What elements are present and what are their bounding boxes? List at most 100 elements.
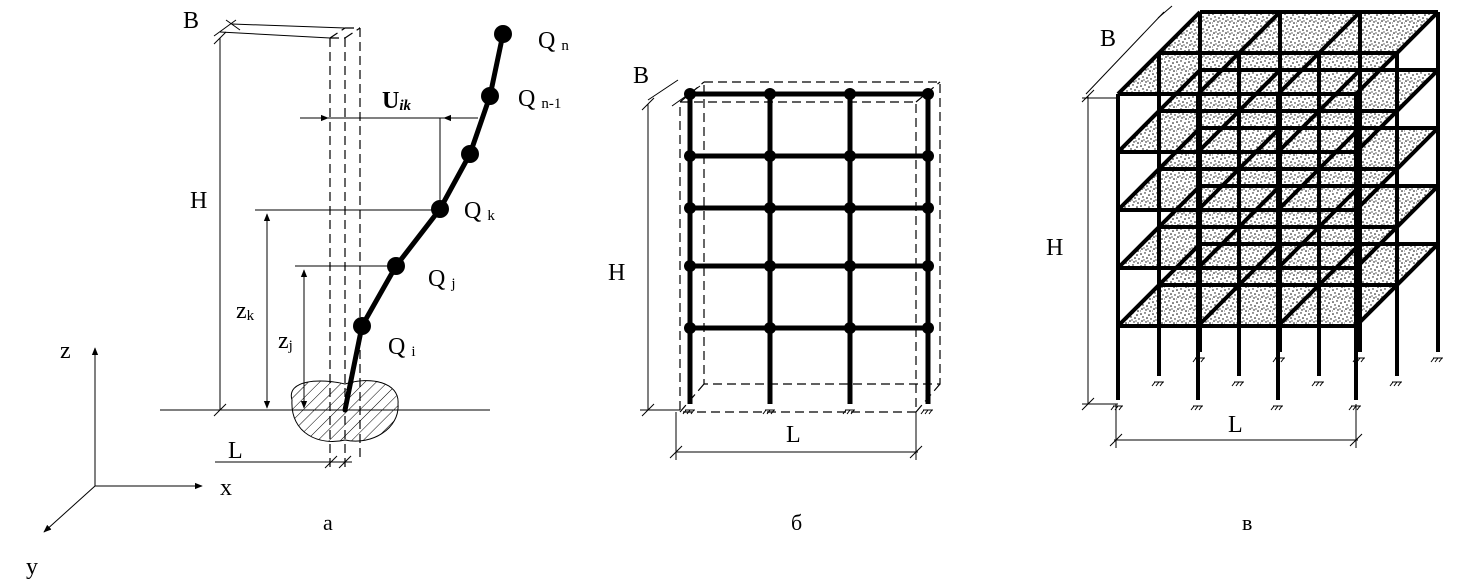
label-H: H [190,188,207,214]
support-hatch [1200,357,1205,363]
label-zk: zk [236,298,255,324]
undeformed-building-outline [329,27,361,470]
support-hatch [1360,357,1365,363]
label-B: B [633,63,649,89]
support-hatch [1274,405,1279,411]
outline-front [679,101,917,413]
label-L: L [228,438,243,464]
support-hatch [1356,405,1361,411]
support-hatch [1235,381,1240,387]
frame-node [684,202,696,214]
support-hatch [1280,357,1285,363]
mass-point-n-1 [481,87,499,105]
support-hatch [1118,405,1123,411]
support-hatch [762,409,767,415]
coordinate-axes [43,347,203,533]
support-hatch [1352,357,1357,363]
support-hatch [1190,405,1195,411]
frame-node [764,88,776,100]
frame-beam-y [1276,68,1362,154]
figure-a-cantilever-model: B H L zk zj [26,8,569,580]
dimension-L [669,412,923,460]
support-hatch [1319,381,1324,387]
support-hatch [1270,405,1275,411]
label-L: L [786,422,801,448]
mass-point-j [387,257,405,275]
support-hatch [846,409,851,415]
frame-node [764,150,776,162]
support-hatch [1192,357,1197,363]
frame-node [684,150,696,162]
caption-a: а [323,510,333,535]
support-hatch [1151,381,1156,387]
frame-node [922,322,934,334]
mass-point-i [353,317,371,335]
frame-node [764,202,776,214]
support-hatch [1278,405,1283,411]
support-hatch [1194,405,1199,411]
frame-node [684,322,696,334]
dimension-L [1109,404,1363,448]
support-hatch [1434,357,1439,363]
support-hatch [1389,381,1394,387]
mass-point-k [431,200,449,218]
frame-node [922,260,934,272]
support-hatch [924,409,929,415]
dimension-B [647,79,701,107]
dimension-Uik [300,114,478,205]
dimension-H [213,31,227,417]
support-hatch [766,409,771,415]
support-hatch [1155,381,1160,387]
label-Uik: Uik [382,88,412,114]
support-hatch [770,409,775,415]
dimension-H [640,97,680,417]
frame-node [844,202,856,214]
frame-beam-y [1276,242,1362,328]
axis-label-z: z [60,338,71,364]
frame-beam-y [1196,10,1282,96]
figure-c-spatial-frame: B H L в [1046,5,1443,535]
support-hatch [682,409,687,415]
frame-node [844,88,856,100]
frame-beam-y [1196,242,1282,328]
support-hatch [928,409,933,415]
dimension-H [1081,89,1118,411]
support-hatch [920,409,925,415]
dimension-B [213,19,346,39]
label-H: H [608,260,625,286]
support-hatch [1315,381,1320,387]
support-hatch [1311,381,1316,387]
frame-grid [682,88,934,415]
dimension-L [215,455,352,469]
frame-beam-y [1116,10,1202,96]
frame-beam-y [1196,68,1282,154]
support-hatch [1239,381,1244,387]
frame-beam-y [1354,126,1440,212]
mass-point [461,145,479,163]
label-B: B [183,8,199,34]
dimension-zj [295,265,396,409]
support-hatch [842,409,847,415]
frame-node [684,260,696,272]
frame-beam-y [1116,184,1202,270]
frame-node [844,150,856,162]
axis-label-x: x [220,475,232,501]
label-zj: zj [278,328,293,354]
frame-beam-y [1354,10,1440,96]
label-L: L [1228,412,1243,438]
support-hatch [1159,381,1164,387]
frame-node [922,150,934,162]
frame-beam-y [1276,126,1362,212]
frame-beam-y [1276,184,1362,270]
support-hatch [1196,357,1201,363]
support-hatch [1231,381,1236,387]
frame-beam-y [1276,10,1362,96]
support-hatch [1397,381,1402,387]
support-hatch [1438,357,1443,363]
support-hatch [850,409,855,415]
support-hatch [1110,405,1115,411]
support-hatch [1276,357,1281,363]
